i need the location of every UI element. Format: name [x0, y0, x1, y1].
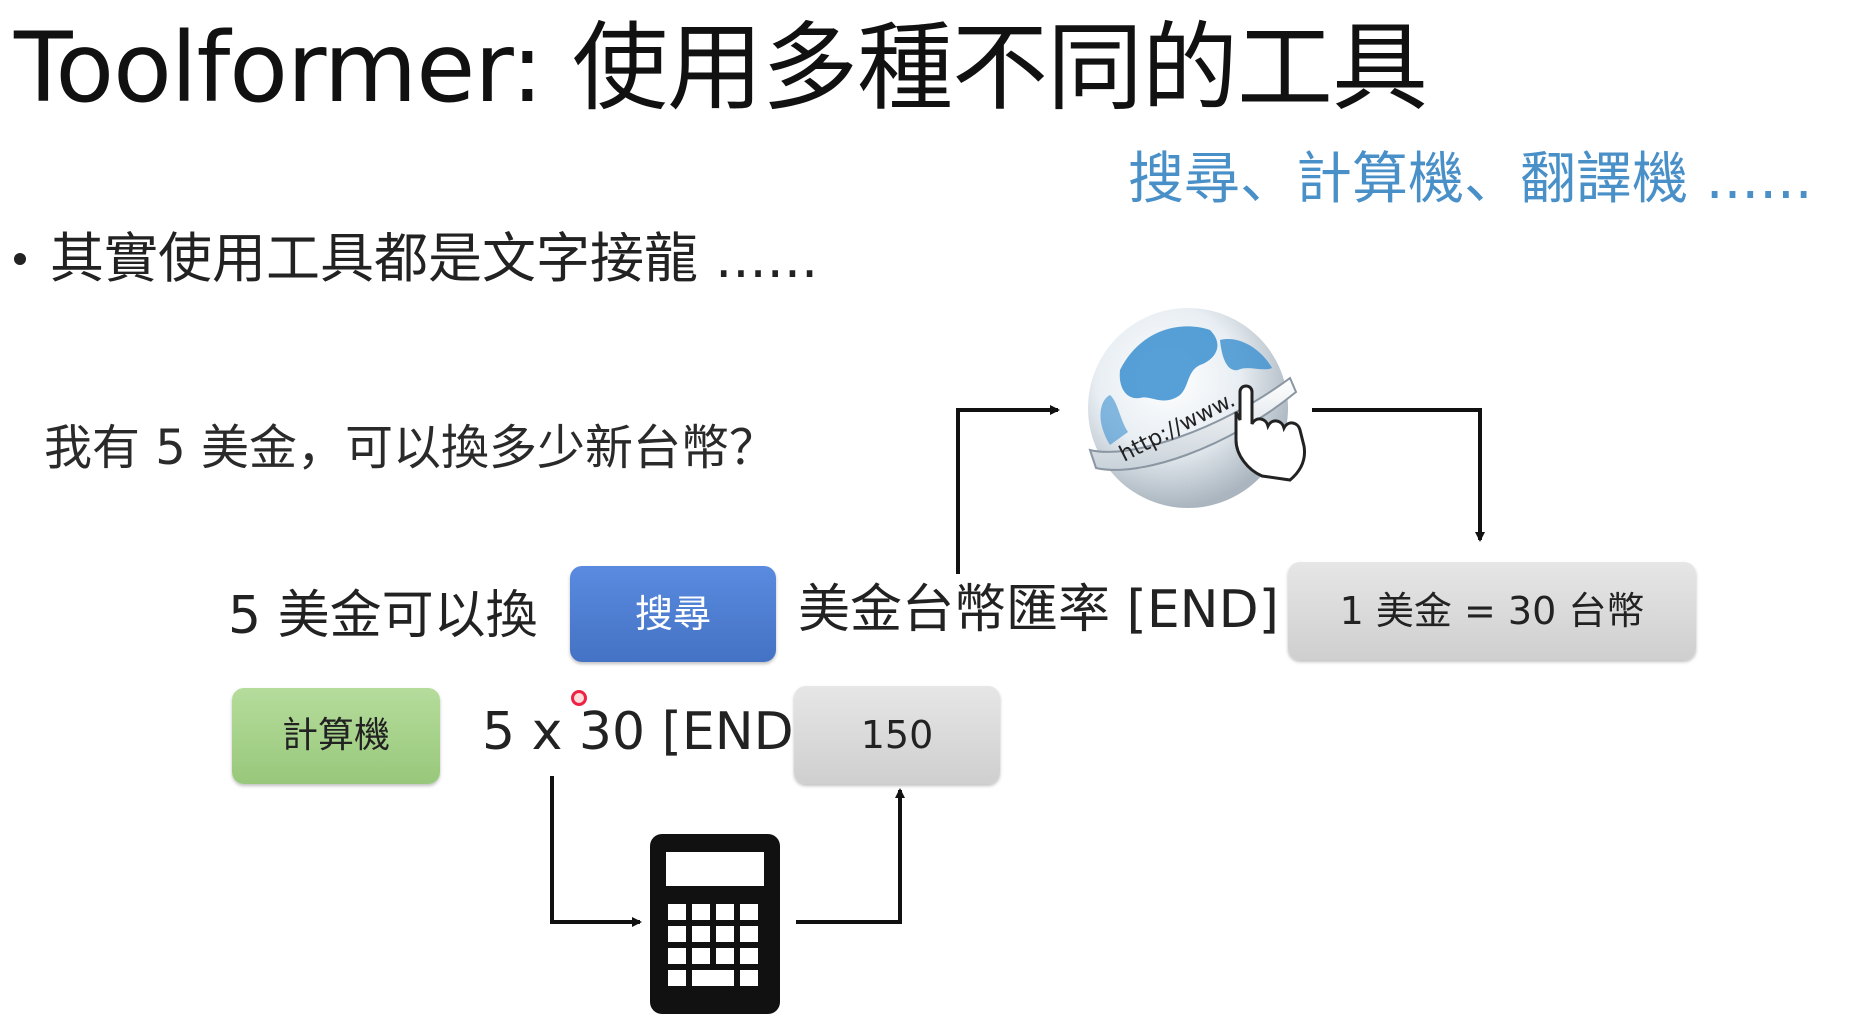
bullet-text: 其實使用工具都是文字接龍 ...... [50, 227, 819, 290]
tools-list-label: 搜尋、計算機、翻譯機 ...... [1128, 147, 1813, 212]
globe-icon [1088, 308, 1306, 508]
hand-pointer-icon [1234, 384, 1306, 482]
line1-prefix: 5 美金可以換 [228, 586, 538, 646]
arrow-from-search [1312, 408, 1485, 542]
calculator-button[interactable]: 計算機 [232, 688, 440, 784]
calc-expression: 5 x 30 [END] [482, 702, 814, 762]
cursor-marker [571, 690, 587, 706]
calc-result-box: 150 [794, 686, 1000, 784]
search-result-box: 1 美金 = 30 台幣 [1288, 562, 1696, 660]
arrow-to-search [956, 405, 1060, 574]
arrow-from-calculator [796, 788, 905, 924]
line1-query: 美金台幣匯率 [END] [798, 580, 1279, 640]
search-button[interactable]: 搜尋 [570, 566, 776, 662]
bullet-dot [14, 253, 26, 266]
calculator-icon [650, 834, 780, 1014]
bullet-item: 其實使用工具都是文字接龍 ...... [14, 232, 818, 286]
slide-title: Toolformer: 使用多種不同的工具 [14, 12, 1428, 124]
arrow-to-calculator [550, 776, 642, 927]
question-text: 我有 5 美金，可以換多少新台幣？ [44, 420, 778, 476]
